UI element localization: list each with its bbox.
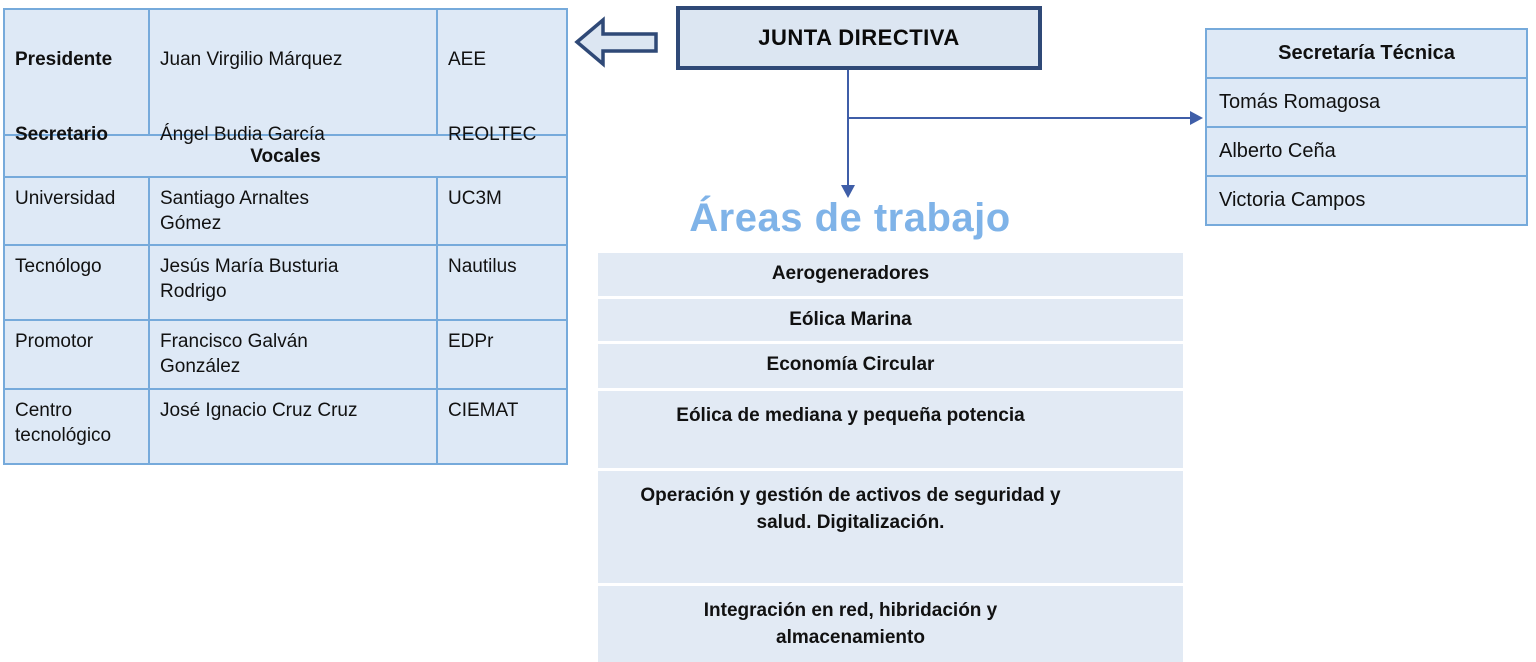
officer-names-cell: Juan Virgilio Márquez Ángel Budia García bbox=[148, 8, 438, 145]
areas-list: Aerogeneradores Eólica Marina Economía C… bbox=[598, 253, 1183, 662]
vocal-category: Tecnólogo bbox=[3, 244, 150, 321]
table-row: Tomás Romagosa bbox=[1205, 77, 1528, 128]
list-item: Operación y gestión de activos de seguri… bbox=[598, 471, 1183, 583]
secretaria-member: Victoria Campos bbox=[1205, 175, 1528, 226]
vocales-header-cell: Vocales bbox=[3, 134, 568, 178]
table-row: Alberto Ceña bbox=[1205, 126, 1528, 177]
vocal-org: EDPr bbox=[436, 319, 568, 390]
vocal-category: Promotor bbox=[3, 319, 150, 390]
left-block-arrow-icon bbox=[574, 16, 658, 68]
presidente-org: AEE bbox=[448, 49, 487, 70]
secretario-org: REOLTEC bbox=[448, 124, 537, 145]
area-label: Integración en red, hibridación y almace… bbox=[703, 600, 998, 648]
list-item: Aerogeneradores bbox=[598, 253, 1183, 296]
area-label: Economía Circular bbox=[766, 354, 935, 375]
list-item: Eólica de mediana y pequeña potencia bbox=[598, 391, 1183, 468]
area-label: Operación y gestión de activos de seguri… bbox=[640, 485, 1061, 533]
table-row: Victoria Campos bbox=[1205, 175, 1528, 226]
table-row: Secretaría Técnica bbox=[1205, 28, 1528, 79]
area-label: Eólica de mediana y pequeña potencia bbox=[676, 405, 1025, 426]
junta-directiva-box: JUNTA DIRECTIVA bbox=[676, 6, 1042, 70]
vocal-org: UC3M bbox=[436, 176, 568, 246]
vocal-name: Francisco Galván González bbox=[148, 319, 438, 390]
list-item: Integración en red, hibridación y almace… bbox=[598, 586, 1183, 662]
vocal-category: Universidad bbox=[3, 176, 150, 246]
area-label: Eólica Marina bbox=[789, 309, 912, 330]
junta-directiva-label: JUNTA DIRECTIVA bbox=[758, 25, 960, 50]
vocal-org: Nautilus bbox=[436, 244, 568, 321]
officer-roles-cell: Presidente Secretario bbox=[3, 8, 150, 145]
secretaria-member: Tomás Romagosa bbox=[1205, 77, 1528, 128]
table-row: Vocales bbox=[3, 134, 568, 178]
list-item: Eólica Marina bbox=[598, 299, 1183, 341]
areas-title: Áreas de trabajo bbox=[689, 196, 1011, 240]
table-row: Tecnólogo Jesús María Busturia Rodrigo N… bbox=[3, 244, 568, 321]
board-table: Presidente Secretario Juan Virgilio Márq… bbox=[3, 8, 568, 465]
secretaria-member: Alberto Ceña bbox=[1205, 126, 1528, 177]
vocal-name: Santiago Arnaltes Gómez bbox=[148, 176, 438, 246]
vocal-name: José Ignacio Cruz Cruz bbox=[148, 388, 438, 465]
connector-down bbox=[841, 70, 855, 198]
table-row: Universidad Santiago Arnaltes Gómez UC3M bbox=[3, 176, 568, 246]
officer-orgs-cell: AEE REOLTEC bbox=[436, 8, 568, 145]
vocal-name: Jesús María Busturia Rodrigo bbox=[148, 244, 438, 321]
list-item: Economía Circular bbox=[598, 344, 1183, 388]
table-row: Promotor Francisco Galván González EDPr bbox=[3, 319, 568, 390]
secretaria-tecnica-table: Secretaría Técnica Tomás Romagosa Albert… bbox=[1205, 28, 1528, 226]
table-row: Centro tecnológico José Ignacio Cruz Cru… bbox=[3, 388, 568, 465]
connector-right bbox=[848, 111, 1203, 125]
vocal-org: CIEMAT bbox=[436, 388, 568, 465]
area-label: Aerogeneradores bbox=[771, 263, 930, 284]
secretaria-header: Secretaría Técnica bbox=[1205, 28, 1528, 79]
role-secretario: Secretario bbox=[15, 124, 108, 145]
presidente-name: Juan Virgilio Márquez bbox=[160, 49, 343, 70]
table-row: Presidente Secretario Juan Virgilio Márq… bbox=[3, 8, 568, 145]
secretario-name: Ángel Budia García bbox=[160, 124, 325, 145]
role-presidente: Presidente bbox=[15, 49, 113, 70]
vocal-category: Centro tecnológico bbox=[3, 388, 150, 465]
